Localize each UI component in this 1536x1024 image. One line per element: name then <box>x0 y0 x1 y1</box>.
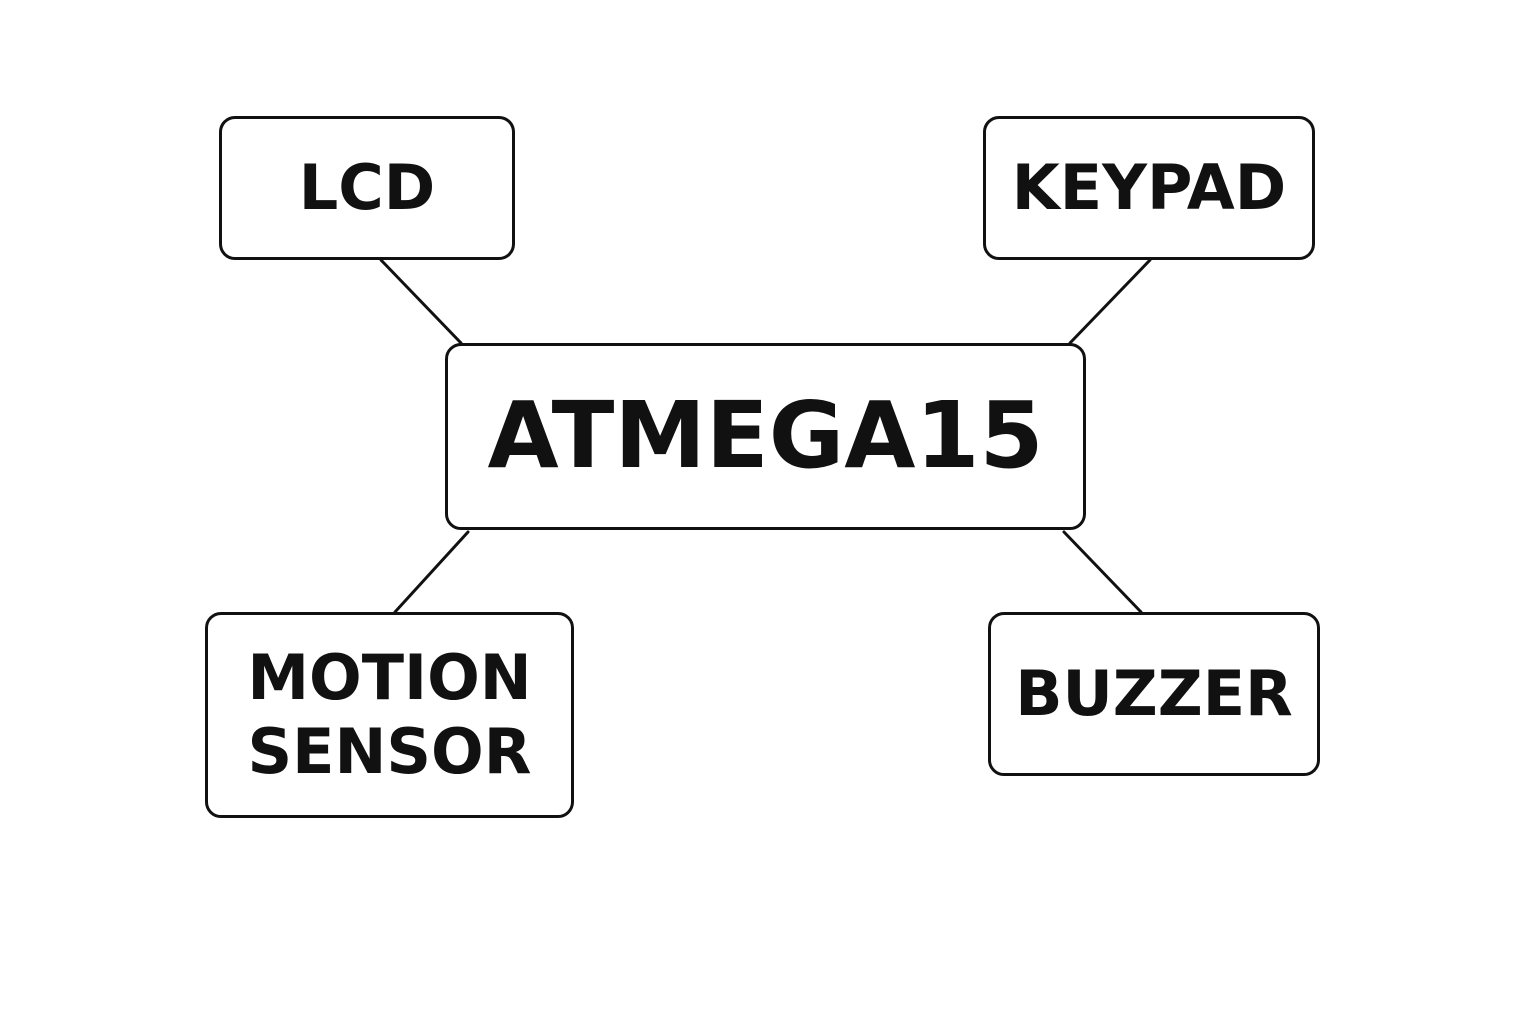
lcd-block: LCD <box>219 116 515 260</box>
motion-sensor-label-line1: MOTION <box>247 640 532 714</box>
lcd-label: LCD <box>298 150 436 224</box>
connector-mcu-motion <box>393 530 470 614</box>
keypad-block: KEYPAD <box>983 116 1315 260</box>
connector-mcu-lcd <box>379 258 463 345</box>
microcontroller-block: ATMEGA15 <box>445 343 1086 530</box>
motion-sensor-label-line2: SENSOR <box>247 715 532 788</box>
connector-mcu-keypad <box>1068 258 1152 345</box>
buzzer-label: BUZZER <box>1015 656 1293 730</box>
motion-sensor-block: MOTION SENSOR <box>205 612 574 818</box>
keypad-label: KEYPAD <box>1011 150 1287 224</box>
connector-mcu-buzzer <box>1062 530 1143 614</box>
microcontroller-label: ATMEGA15 <box>487 382 1044 490</box>
buzzer-block: BUZZER <box>988 612 1320 776</box>
